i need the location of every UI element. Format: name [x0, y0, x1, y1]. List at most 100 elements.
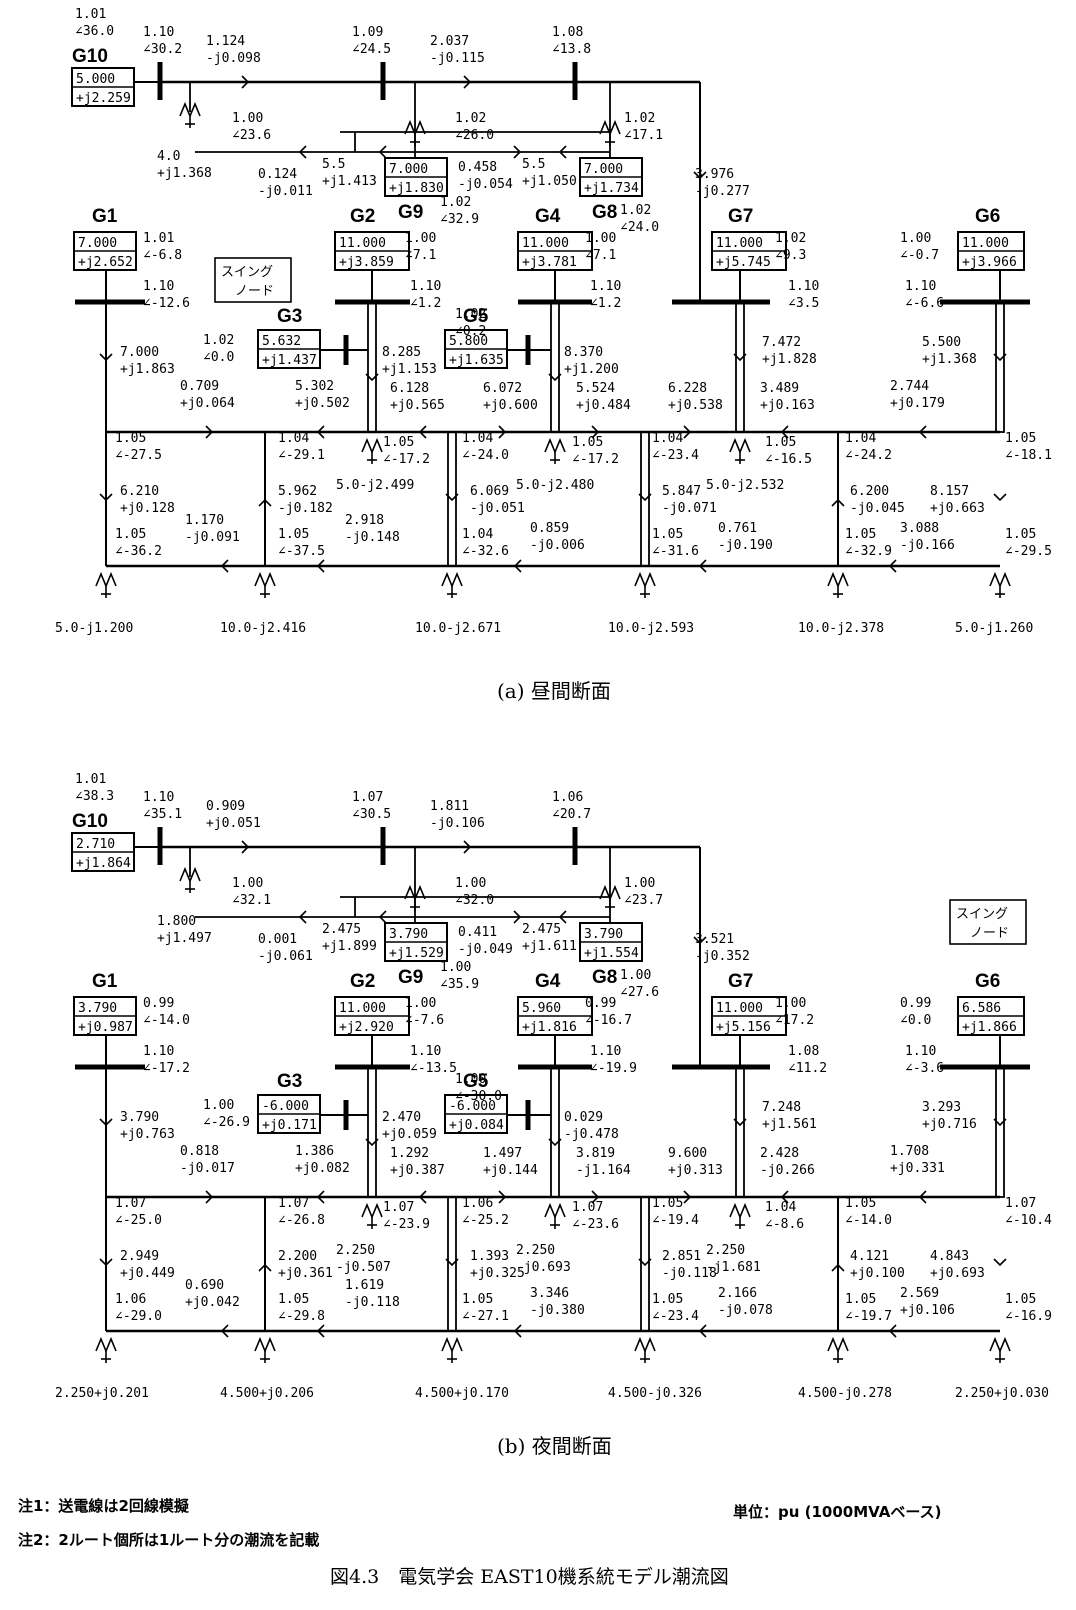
text-v-g8-term: 1.02 — [620, 203, 651, 218]
text-flow-b1: 1.170 — [185, 513, 224, 528]
text-v-ub2: 1.04 — [278, 431, 309, 446]
load-symbol — [827, 1336, 849, 1354]
flow-arrow — [918, 425, 927, 439]
note-2: 注2：2ルート個所は1ルート分の潮流を記載 — [18, 1531, 320, 1549]
text-box-G7: 11.000 — [716, 1001, 763, 1016]
text-flow-s8: +j0.179 — [890, 396, 945, 411]
text-v-lb1: 1.06 — [115, 1292, 146, 1307]
text-flow-g2: 8.285 — [382, 345, 421, 360]
text-flow-g7: 7.248 — [762, 1100, 801, 1115]
text-flow-d2: +j0.361 — [278, 1266, 333, 1281]
text-box-G3: +j1.437 — [262, 353, 317, 368]
flow-arrow — [733, 1118, 747, 1127]
text-flow-d1: +j0.128 — [120, 501, 175, 516]
load-symbol — [634, 1336, 656, 1354]
text-box-G2: +j3.859 — [339, 255, 394, 270]
text-v-load-a: 1.00 — [232, 111, 263, 126]
flow-arrow — [365, 1138, 379, 1147]
text-v-ub7: ∠-16.5 — [765, 452, 812, 467]
flow-arrow — [548, 373, 562, 382]
text-flow-d5: -j0.045 — [850, 501, 905, 516]
load-symbol — [254, 571, 276, 589]
text-v-ub8: ∠-14.0 — [845, 1213, 892, 1228]
flow-arrow — [888, 1324, 897, 1338]
text-flow-mid4: +j1.050 — [522, 174, 577, 189]
text-flow-s4: +j0.144 — [483, 1163, 538, 1178]
text-flow-g2: +j0.059 — [382, 1127, 437, 1142]
text-flow-tie: -j0.352 — [695, 949, 750, 964]
text-v-ub5: 1.07 — [572, 1200, 603, 1215]
text-v-bus-g1: 1.10 — [143, 1044, 174, 1059]
text-flow-s3: +j0.565 — [390, 398, 445, 413]
text-flow-g2: 2.470 — [382, 1110, 421, 1125]
text-load-b2: 4.500+j0.206 — [220, 1386, 314, 1401]
text-flow-mid1: 0.124 — [258, 167, 297, 182]
flow-arrow — [698, 1324, 707, 1338]
text-v-bus-g7: ∠11.2 — [788, 1061, 827, 1076]
text-v-ub4: 1.06 — [462, 1196, 493, 1211]
flow-arrow — [831, 1263, 845, 1272]
text-gen-G2: G2 — [350, 971, 375, 992]
double-route-d4 — [640, 1196, 650, 1332]
text-box-G9: +j1.830 — [389, 181, 444, 196]
text-flow-s4: 1.497 — [483, 1146, 522, 1161]
text-v-lb1: ∠-36.2 — [115, 544, 162, 559]
text-flow-b3: -j0.006 — [530, 538, 585, 553]
text-v-load-b: 1.00 — [455, 876, 486, 891]
text-flow-d4: 5.847 — [662, 484, 701, 499]
text-flow-s2: +j0.502 — [295, 396, 350, 411]
text-flow-g6: +j0.716 — [922, 1117, 977, 1132]
flow-arrow — [205, 425, 214, 439]
flow-arrow — [241, 840, 250, 854]
text-v-bus-g4: 1.10 — [590, 279, 621, 294]
text-v-bus-top2: 1.07 — [352, 790, 383, 805]
text-box-G7: 11.000 — [716, 236, 763, 251]
load-symbol — [254, 1336, 276, 1354]
text-v-g7-term: 1.00 — [775, 996, 806, 1011]
flow-arrow — [498, 1190, 507, 1204]
flow-arrow — [993, 1258, 1007, 1267]
double-route-g7 — [735, 301, 745, 433]
text-v-ub2: ∠-26.8 — [278, 1213, 325, 1228]
text-load-b1: 5.0-j1.200 — [55, 621, 133, 636]
text-v-g6-term: 0.99 — [900, 996, 931, 1011]
text-flow-top1: 0.909 — [206, 799, 245, 814]
text-flow-b2: 1.619 — [345, 1278, 384, 1293]
text-flow-b5: 3.088 — [900, 521, 939, 536]
figure-caption: 図4.3 電気学会 EAST10機系統モデル潮流図 — [330, 1566, 729, 1588]
text-gen-G7: G7 — [728, 206, 753, 227]
double-route-g7 — [735, 1066, 745, 1198]
text-v-g9-term: 1.02 — [440, 195, 471, 210]
flow-arrow — [418, 425, 427, 439]
flow-arrow — [258, 1263, 272, 1272]
flow-arrow — [638, 493, 652, 502]
text-flow-s5: 3.819 — [576, 1146, 615, 1161]
text-flow-d4: 2.851 — [662, 1249, 701, 1264]
load-symbol — [95, 1336, 117, 1354]
text-v-lb5: 1.05 — [845, 1292, 876, 1307]
text-v-load-a: ∠32.1 — [232, 893, 271, 908]
text-gen-G6: G6 — [975, 206, 1000, 227]
text-v-g4-term: ∠7.1 — [585, 248, 616, 263]
text-v-lb4: 1.05 — [652, 1292, 683, 1307]
text-v-g4-term: ∠-16.7 — [585, 1013, 632, 1028]
flow-arrow — [513, 145, 522, 159]
text-load-u3: 2.250 — [706, 1243, 745, 1258]
text-v-ub9: ∠-18.1 — [1005, 448, 1052, 463]
text-load-b1: 2.250+j0.201 — [55, 1386, 149, 1401]
text-flow-s1: 0.818 — [180, 1144, 219, 1159]
text-load-b4: 10.0-j2.593 — [608, 621, 694, 636]
text-v-lb3: 1.05 — [462, 1292, 493, 1307]
text-flow-s3: 1.292 — [390, 1146, 429, 1161]
text-flow-mid3: 0.411 — [458, 925, 497, 940]
text-gen-G4: G4 — [535, 206, 561, 227]
text-load-a: 1.800 — [157, 914, 196, 929]
text-v-ub3: 1.05 — [383, 435, 414, 450]
text-flow-mid4: 2.475 — [522, 922, 561, 937]
text-flow-b3: -j0.380 — [530, 1303, 585, 1318]
text-gen-G2: G2 — [350, 206, 375, 227]
flow-arrow — [418, 1190, 427, 1204]
text-gen-G10: G10 — [72, 46, 108, 67]
text-box-G1: 7.000 — [78, 236, 117, 251]
flow-arrow — [298, 145, 307, 159]
